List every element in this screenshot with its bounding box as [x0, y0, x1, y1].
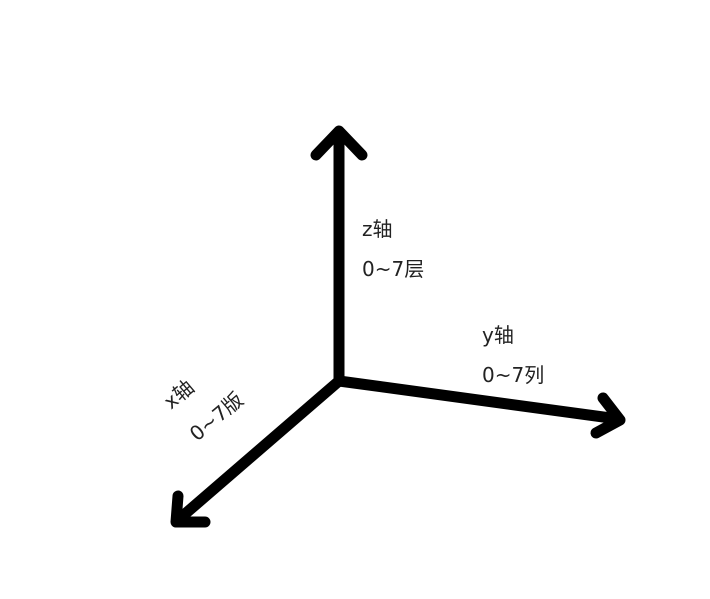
- x-axis-name-label: x轴: [159, 375, 199, 414]
- x-axis: [170, 375, 345, 528]
- y-axis-arrowhead: [590, 392, 626, 439]
- z-axis: [310, 125, 368, 387]
- z-axis-name-label: z轴: [362, 217, 393, 241]
- x-axis-arrowhead: [170, 490, 211, 528]
- y-axis-line: [333, 375, 624, 425]
- y-axis-range-label: 0~7列: [482, 363, 544, 387]
- z-axis-range-label: 0~7层: [362, 257, 424, 281]
- x-axis-line: [172, 375, 345, 526]
- y-axis-name-label: y轴: [482, 323, 514, 347]
- y-axis: [333, 375, 626, 439]
- z-axis-arrowhead: [310, 125, 368, 161]
